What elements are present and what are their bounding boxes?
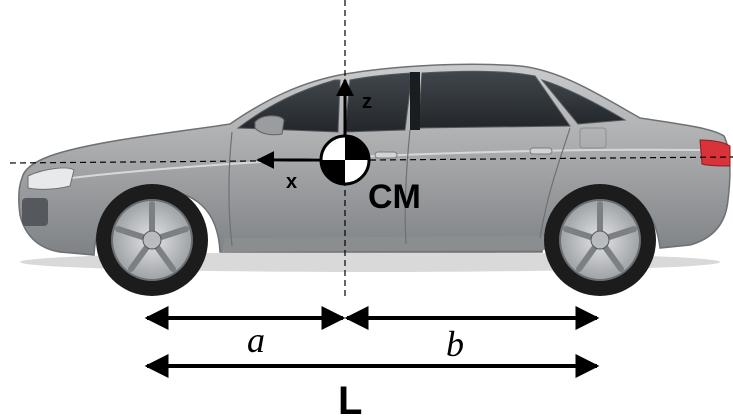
front-grille [22,198,48,226]
middle-door-seam [404,129,411,245]
rear-wheel [544,184,656,296]
x-axis-label: x [286,171,297,193]
headlight [27,167,75,190]
rear-door-handle [529,147,553,155]
side-mirror [254,115,285,136]
tail-light [699,139,731,167]
rear-quarter-window [540,79,627,125]
middle-window [344,72,413,133]
horizontal-reference-line [9,156,733,164]
front-distance-label: a [247,320,265,360]
front-window [236,79,341,133]
front-door-handle [374,151,398,159]
rear-door-seam [539,127,571,239]
wheelbase-label: L [338,379,362,417]
center-of-mass-icon [319,134,371,186]
rear-distance-label: b [446,324,464,364]
rear-light-outline [579,127,607,149]
center-of-mass-label: CM [368,178,421,216]
front-door-seam [228,131,233,247]
z-axis-label: z [362,91,372,113]
b-pillar [410,72,420,130]
front-wheel [96,184,208,296]
side-sill [222,236,545,252]
rear-window [417,70,571,129]
